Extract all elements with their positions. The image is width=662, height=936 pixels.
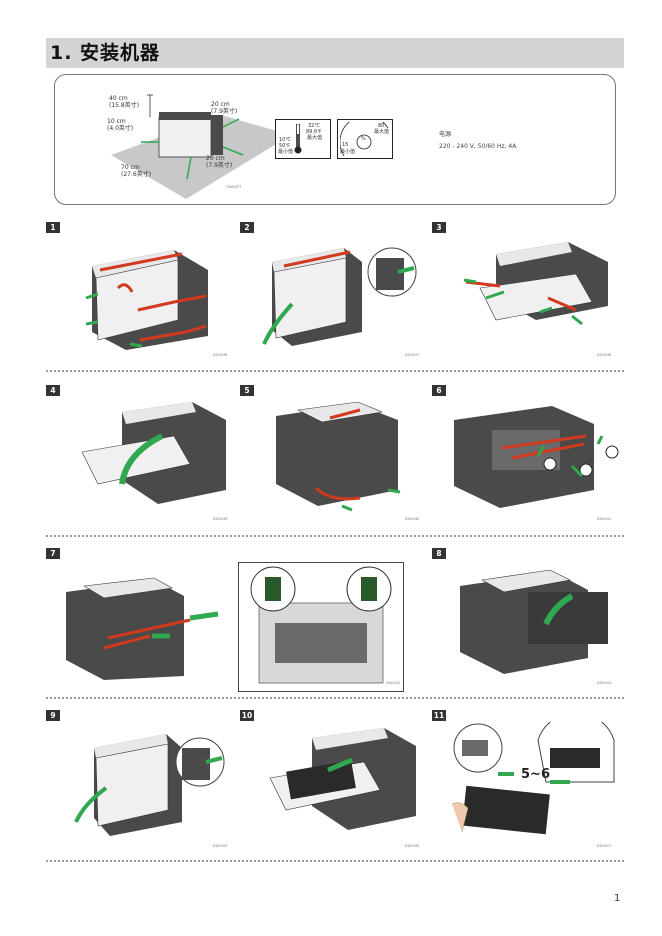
thermometer-icon: [294, 124, 302, 154]
step-2-illustration: [262, 247, 417, 346]
temp-min-label: 最小值: [278, 149, 294, 155]
dim-left: 10 cm (4.0英寸): [107, 118, 134, 132]
temp-max-label: 最大值: [307, 135, 323, 141]
step-9-badge: 9: [46, 710, 60, 721]
step-3-illustration: [463, 242, 608, 326]
humidity-icon: [340, 122, 389, 156]
step-9-illustration: [74, 734, 225, 836]
step-7-badge: 7: [46, 548, 60, 559]
dim-top: 40 cm (15.8英寸): [109, 95, 140, 109]
page-number: 1: [614, 893, 621, 904]
humidity-box: % 80 最大值 15 最小值: [337, 119, 393, 159]
step-9-code: DSG043: [213, 844, 228, 848]
page-title: 1. 安装机器: [50, 42, 161, 64]
step-8-illustration: [460, 569, 608, 674]
spec-panel: 40 cm (15.8英寸) 10 cm (4.0英寸) 20 cm (7.9英…: [54, 74, 616, 205]
step-5-badge: 5: [240, 385, 254, 396]
temperature-box: 32℃ 89.6℉ 最大值 10℃ 50℉ 最小值: [275, 119, 331, 159]
title-bar: 1. 安装机器: [46, 38, 624, 68]
step-8-code: DSG044: [597, 681, 612, 685]
step-11-badge: 11: [432, 710, 446, 721]
step-8-badge: 8: [432, 548, 446, 559]
step-7-detail-illustration: [250, 566, 392, 684]
temp-min-f: 50℉: [279, 143, 291, 149]
step-1-badge: 1: [46, 222, 60, 233]
step-10-code: DSG045: [405, 844, 420, 848]
step-6-illustration: [454, 406, 619, 508]
humidity-max-label: 最大值: [374, 129, 390, 135]
step-4-badge: 4: [46, 385, 60, 396]
step-5-code: DSG040: [405, 517, 420, 521]
step-4-code: DSG039: [213, 517, 228, 521]
step-11-shake-label: 5~6: [521, 767, 550, 782]
step-10-badge: 10: [240, 710, 254, 721]
step-7-detail-panel: [238, 562, 404, 692]
step-4-illustration: [81, 402, 226, 504]
separator-2: [46, 535, 624, 537]
humidity-min-label: 最小值: [340, 149, 356, 155]
step-2-badge: 2: [240, 222, 254, 233]
humidity-unit: %: [361, 136, 366, 142]
dim-right-top: 20 cm (7.9英寸): [211, 101, 238, 115]
step-7-code: DSG042: [386, 681, 401, 685]
separator-3: [46, 697, 624, 699]
step-11-code: DSG017: [597, 844, 612, 848]
step-5-illustration: [276, 401, 401, 512]
clearance-diagram: [111, 94, 291, 199]
humidity-min: 15: [342, 142, 349, 148]
dim-front: 70 cm (27.6英寸): [121, 164, 152, 178]
temp-min-c: 10℃: [279, 137, 291, 143]
step-11-illustration: [451, 722, 615, 835]
step-7-illustration: [66, 577, 219, 680]
humidity-max: 80: [378, 123, 385, 129]
step-10-illustration: [269, 728, 416, 830]
dims-code: DSG077: [227, 185, 242, 189]
step-1-code: DSG036: [213, 353, 228, 357]
step-3-badge: 3: [432, 222, 446, 233]
step-2-code: DSG037: [405, 353, 420, 357]
dim-right-bottom: 20 cm (7.9英寸): [206, 155, 233, 169]
step-1-illustration: [85, 250, 208, 350]
step-6-code: DSG041: [597, 517, 612, 521]
power-label: 电源: [439, 131, 452, 138]
step-6-badge: 6: [432, 385, 446, 396]
temp-max-c: 32℃: [308, 123, 320, 129]
power-value: 220 - 240 V, 50/60 Hz, 4A: [439, 143, 517, 150]
separator-4: [46, 860, 624, 862]
temp-max-f: 89.6℉: [306, 129, 322, 135]
separator-1: [46, 370, 624, 372]
step-3-code: DSG038: [597, 353, 612, 357]
